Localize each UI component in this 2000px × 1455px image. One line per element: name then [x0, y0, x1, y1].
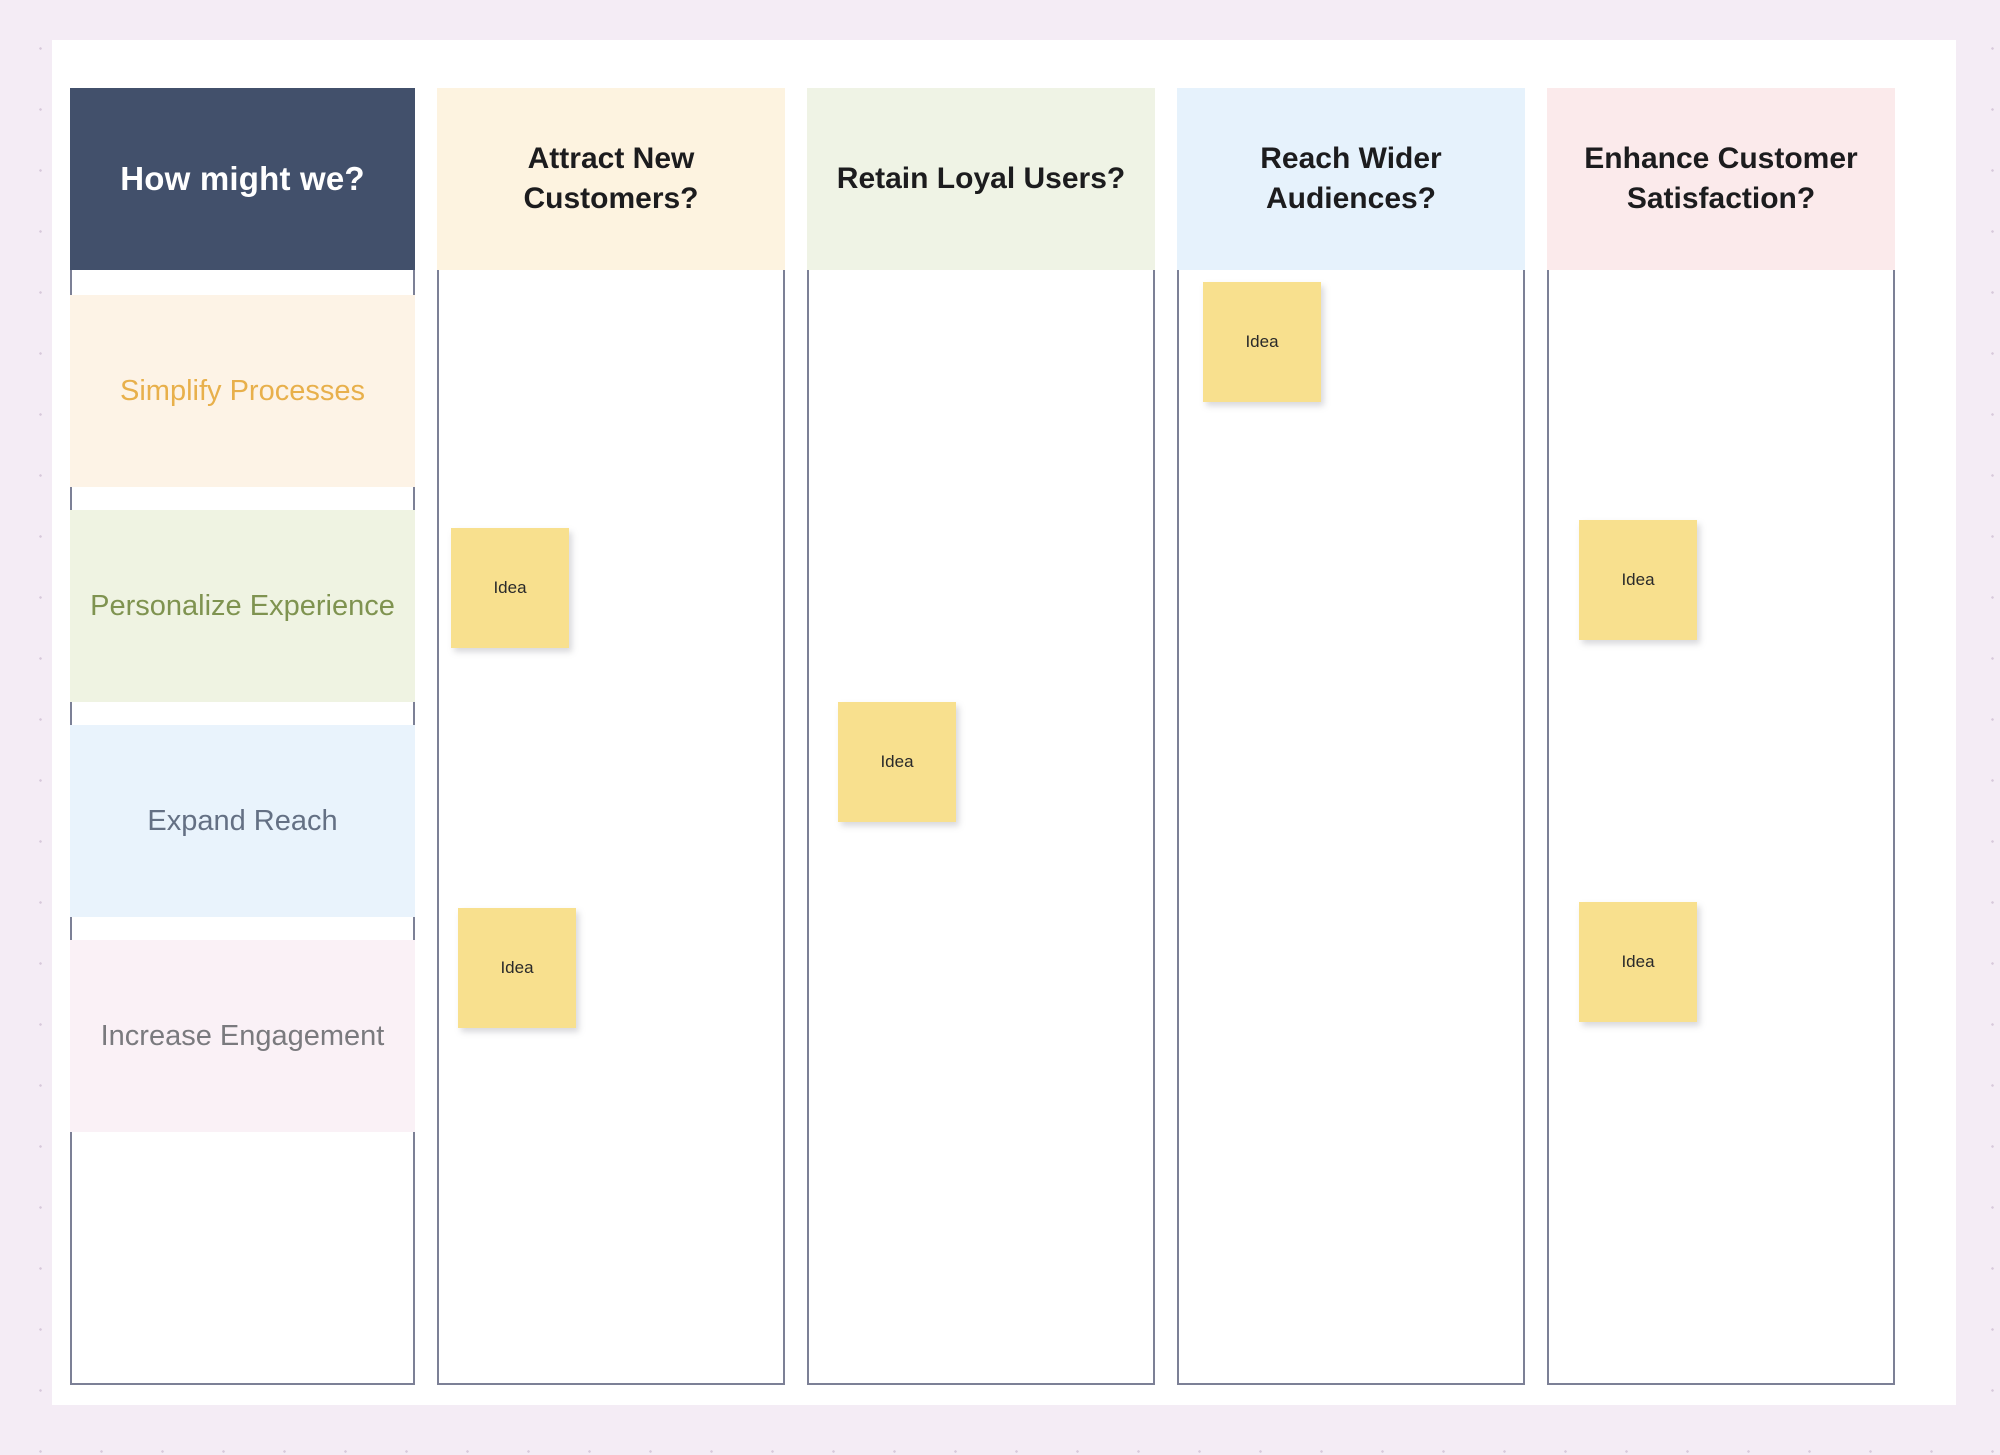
sticky-note[interactable]: Idea [1579, 902, 1697, 1022]
column-header-enhance-customer-satisfaction[interactable]: Enhance Customer Satisfaction? [1547, 88, 1895, 270]
sticky-note-label: Idea [1621, 570, 1655, 589]
column-retain-loyal-users[interactable]: Retain Loyal Users? Idea [807, 88, 1155, 1385]
board-canvas: How might we? Simplify Processes Persona… [52, 40, 1956, 1405]
column-title: Enhance Customer Satisfaction? [1584, 142, 1858, 215]
how-might-we-board: How might we? Simplify Processes Persona… [70, 88, 1938, 1385]
row-label-expand-reach[interactable]: Expand Reach [70, 725, 415, 917]
row-label-text: Simplify Processes [120, 374, 365, 407]
sticky-note-label: Idea [493, 578, 527, 597]
sticky-note[interactable]: Idea [838, 702, 956, 822]
column-title: Reach Wider Audiences? [1260, 142, 1442, 215]
sticky-note[interactable]: Idea [451, 528, 569, 648]
column-title: Attract New Customers? [523, 142, 699, 215]
sticky-note-label: Idea [1621, 952, 1655, 971]
how-might-we-title: How might we? [120, 159, 365, 197]
row-label-text: Increase Engagement [100, 1019, 385, 1052]
column-header-reach-wider-audiences[interactable]: Reach Wider Audiences? [1177, 88, 1525, 270]
row-label-text: Expand Reach [147, 804, 338, 837]
row-label-text: Personalize Experience [90, 589, 395, 622]
column-reach-wider-audiences[interactable]: Reach Wider Audiences? Idea [1177, 88, 1525, 1385]
column-title: Retain Loyal Users? [836, 162, 1126, 196]
column-attract-new-customers[interactable]: Attract New Customers? Idea Idea [437, 88, 785, 1385]
row-label-column[interactable]: How might we? Simplify Processes Persona… [70, 88, 415, 1385]
sticky-note-label: Idea [500, 958, 534, 977]
column-header-attract-new-customers[interactable]: Attract New Customers? [437, 88, 785, 270]
sticky-note-label: Idea [1245, 332, 1279, 351]
column-header-retain-loyal-users[interactable]: Retain Loyal Users? [807, 88, 1155, 270]
sticky-note[interactable]: Idea [458, 908, 576, 1028]
how-might-we-header-cell[interactable]: How might we? [70, 88, 415, 270]
sticky-note-label: Idea [880, 752, 914, 771]
row-label-simplify-processes[interactable]: Simplify Processes [70, 295, 415, 487]
row-label-personalize-experience[interactable]: Personalize Experience [70, 510, 415, 702]
sticky-note[interactable]: Idea [1203, 282, 1321, 402]
sticky-note[interactable]: Idea [1579, 520, 1697, 640]
row-label-increase-engagement[interactable]: Increase Engagement [70, 940, 415, 1132]
column-enhance-customer-satisfaction[interactable]: Enhance Customer Satisfaction? Idea Idea [1547, 88, 1895, 1385]
